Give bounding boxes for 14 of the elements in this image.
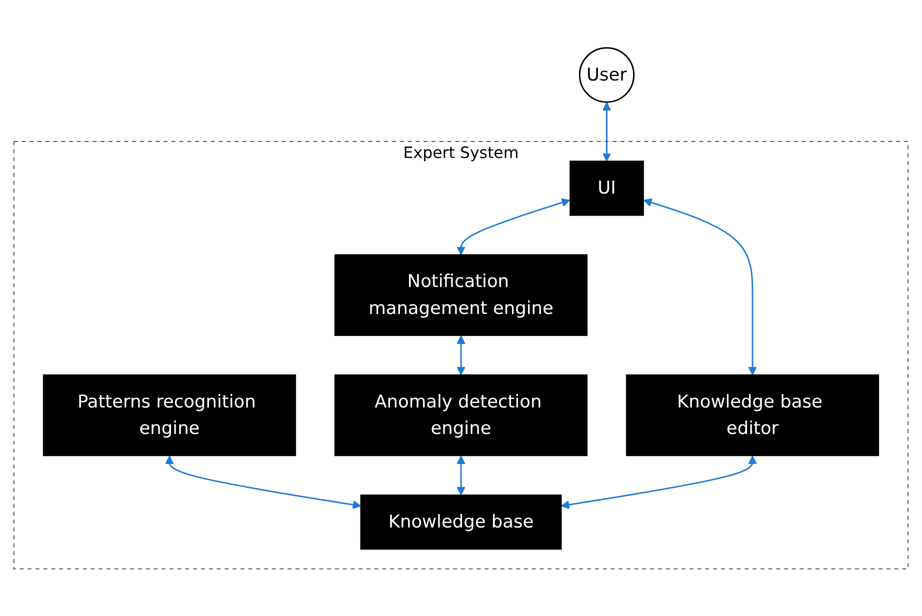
node-box: Patterns recognition engine bbox=[42, 374, 296, 456]
node-circle: User bbox=[578, 46, 635, 102]
arrow bbox=[456, 198, 570, 255]
node-box: Knowledge base editor bbox=[626, 374, 880, 456]
node-box: Notification management engine bbox=[334, 254, 588, 336]
arrow bbox=[560, 455, 757, 509]
arrow bbox=[643, 198, 757, 375]
node-box: UI bbox=[570, 160, 644, 216]
node-box: Anomaly detection engine bbox=[334, 374, 588, 456]
arrow bbox=[165, 455, 362, 509]
arrow bbox=[602, 102, 612, 162]
arrow bbox=[456, 335, 466, 375]
node-box: Knowledge base bbox=[360, 494, 562, 550]
arrow bbox=[456, 455, 466, 496]
